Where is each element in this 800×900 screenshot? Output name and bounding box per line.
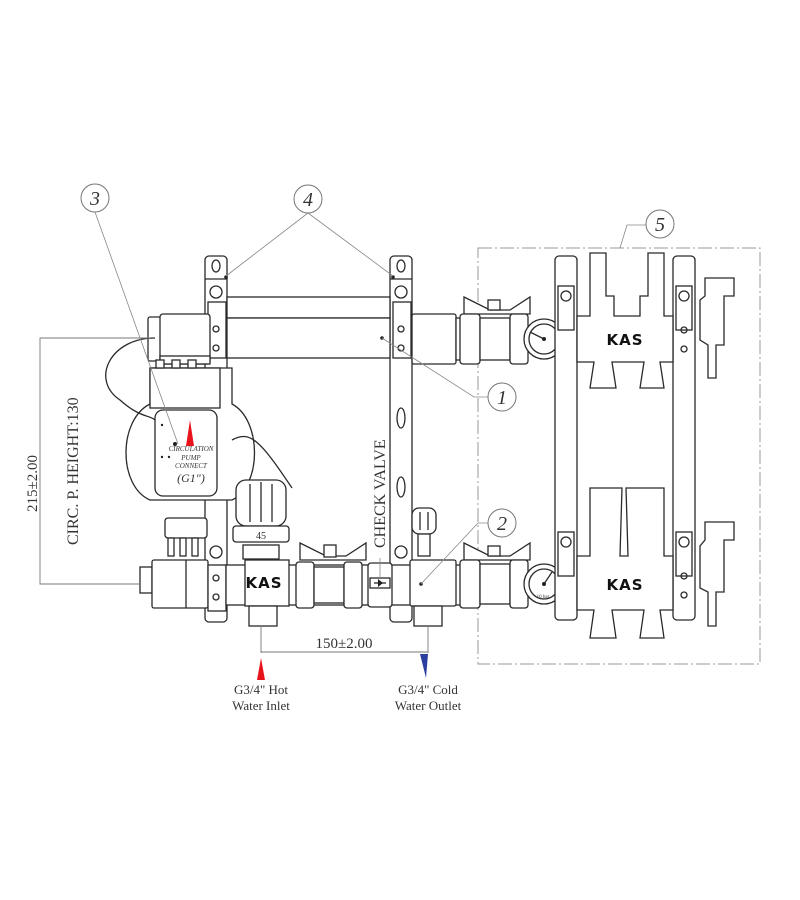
brand-logo-mixing: KAS bbox=[245, 574, 282, 592]
bottom-pump-union bbox=[139, 517, 209, 609]
hot-inlet-label-1: G3/4" Hot bbox=[234, 682, 288, 697]
air-vent-bottom bbox=[699, 521, 735, 627]
manifold-rails bbox=[554, 255, 696, 621]
callout-1: 1 bbox=[381, 337, 517, 412]
svg-text:1: 1 bbox=[497, 387, 507, 409]
callout-4: 4 bbox=[225, 184, 394, 277]
thermostat-value: 45 bbox=[256, 531, 266, 542]
horizontal-dimension: 150±2.00 bbox=[260, 626, 429, 653]
vertical-dimension-value: 215±2.00 bbox=[25, 455, 41, 512]
hot-inlet-arrow-icon bbox=[257, 658, 265, 680]
pump-label-3: CONNECT bbox=[175, 462, 208, 470]
cold-outlet-label-2: Water Outlet bbox=[395, 698, 462, 713]
vertical-dimension: 215±2.00 CIRC. P. HEIGHT:130 bbox=[25, 337, 150, 585]
gauge-unit: 10 bar bbox=[537, 595, 550, 600]
top-rail bbox=[226, 296, 391, 319]
circulation-pump: CIRCULATION PUMP CONNECT (G1") bbox=[125, 359, 256, 501]
return-manifold: KAS bbox=[576, 487, 674, 639]
check-valve bbox=[367, 558, 393, 608]
pump-flow-arrow-icon bbox=[186, 420, 194, 446]
top-pipe bbox=[226, 317, 391, 359]
bottom-ball-valve-right bbox=[459, 541, 531, 609]
top-pressure-gauge bbox=[523, 318, 565, 360]
pump-label-2: PUMP bbox=[180, 454, 201, 462]
svg-text:2: 2 bbox=[497, 513, 507, 535]
top-ball-valve bbox=[459, 295, 531, 365]
hot-inlet-label-2: Water Inlet bbox=[232, 698, 290, 713]
brand-logo-supply: KAS bbox=[606, 331, 643, 349]
bottom-ball-valve bbox=[295, 541, 367, 609]
mixing-valve: 45 KAS bbox=[232, 479, 290, 627]
svg-text:3: 3 bbox=[89, 188, 100, 210]
pump-label-1: CIRCULATION bbox=[169, 445, 214, 453]
svg-text:5: 5 bbox=[655, 214, 665, 236]
svg-text:4: 4 bbox=[303, 189, 313, 211]
bottom-pressure-gauge: 10 bar bbox=[523, 563, 565, 605]
callout-2: 2 bbox=[420, 508, 517, 585]
manifold-boundary bbox=[477, 247, 761, 665]
top-pump-union bbox=[147, 313, 211, 365]
pump-height-label: CIRC. P. HEIGHT:130 bbox=[65, 397, 82, 545]
cold-outlet-label-1: G3/4" Cold bbox=[398, 682, 458, 697]
brand-logo-return: KAS bbox=[606, 576, 643, 594]
horizontal-dimension-value: 150±2.00 bbox=[316, 636, 373, 652]
bypass-valve bbox=[409, 507, 457, 627]
cold-outlet-arrow-icon bbox=[420, 654, 428, 678]
right-bracket bbox=[389, 255, 413, 623]
supply-manifold: KAS bbox=[576, 252, 674, 389]
pump-thread: (G1") bbox=[177, 471, 205, 485]
callout-3: 3 bbox=[80, 183, 179, 445]
air-vent-top bbox=[699, 277, 735, 379]
check-valve-label: CHECK VALVE bbox=[372, 439, 389, 548]
callout-5: 5 bbox=[619, 209, 675, 249]
